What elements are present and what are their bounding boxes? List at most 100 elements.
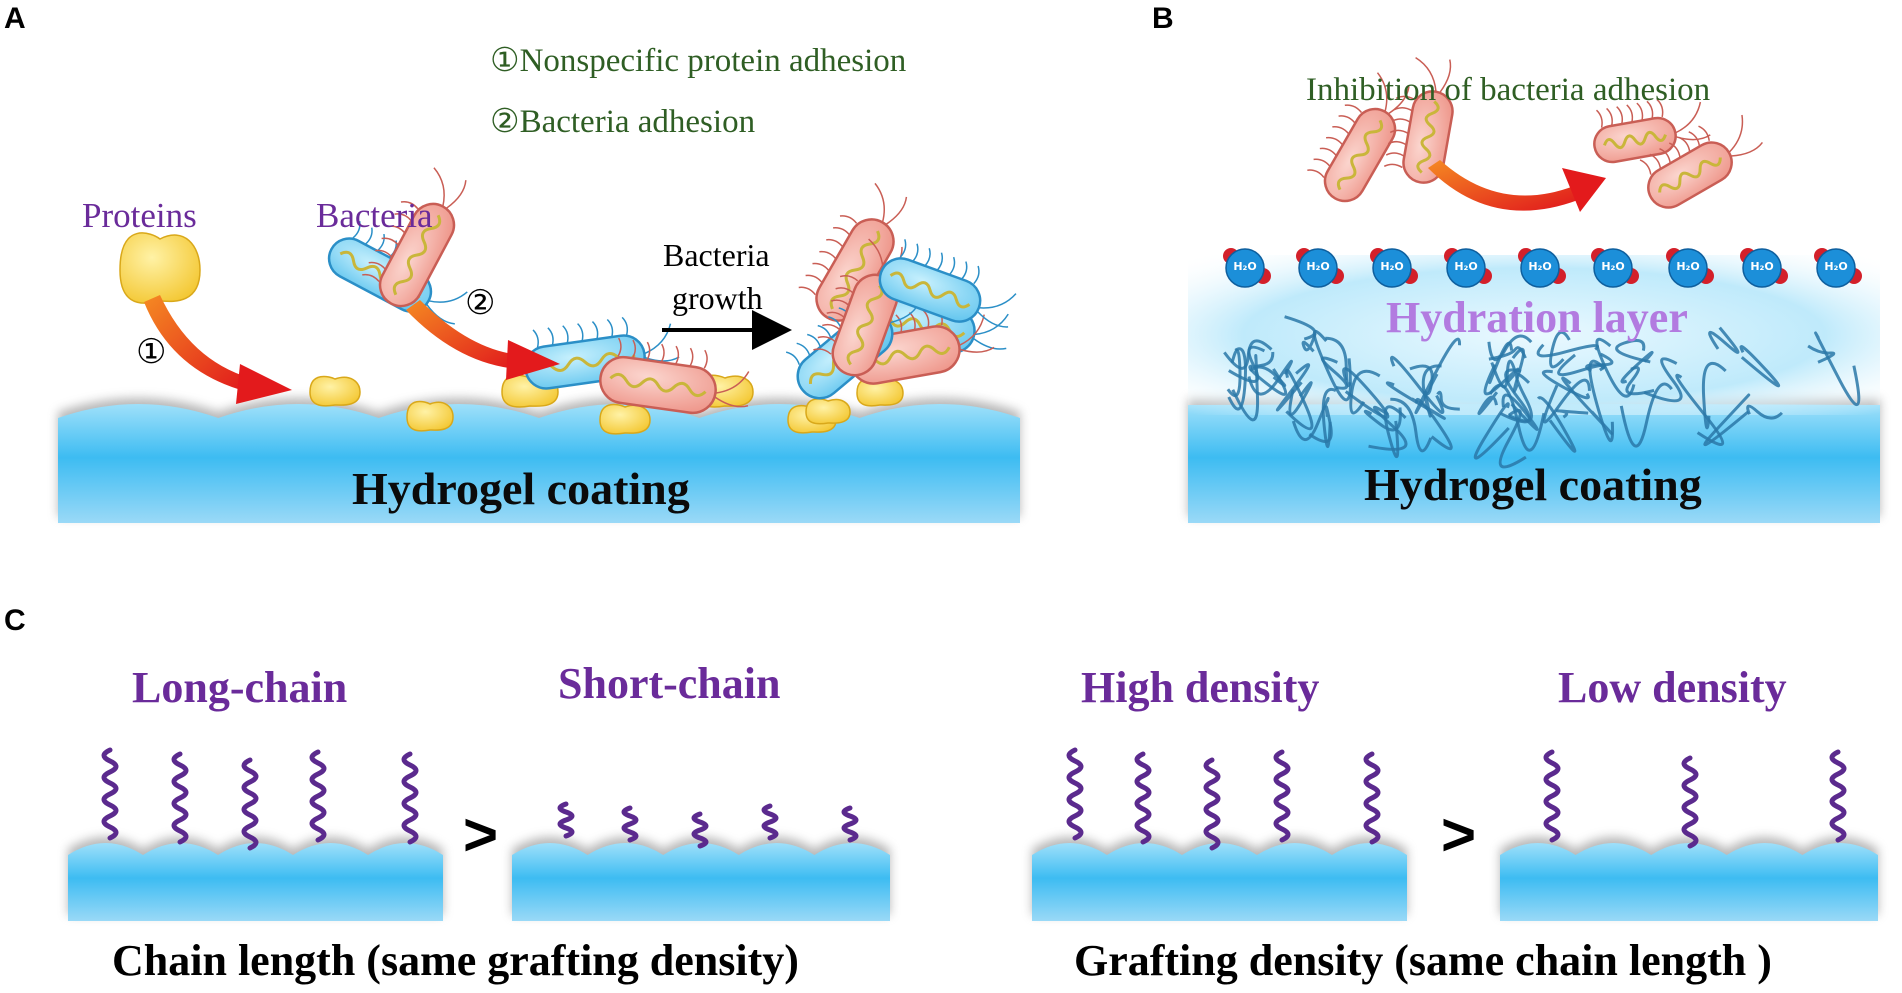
growth-label-line1: Bacteria [663, 237, 770, 273]
network-strand-60 [1349, 369, 1381, 415]
polymer-network [1223, 315, 1861, 469]
network-strand-9 [1477, 391, 1499, 416]
cells-and-proteins [119, 57, 1862, 435]
water-label-6: H₂O [1601, 260, 1625, 273]
chain-length-comparator: > [463, 801, 499, 868]
network-strand-70 [1746, 404, 1784, 420]
legend-bacteria-adhesion: ②Bacteria adhesion [490, 104, 756, 140]
high-density-chain-5 [1363, 751, 1381, 845]
network-strand-57 [1363, 407, 1402, 432]
long-chain-1 [101, 747, 119, 841]
network-strand-17 [1708, 326, 1740, 354]
panel-a-coating [58, 404, 1020, 523]
network-strand-67 [1490, 359, 1518, 389]
network-strand-59 [1383, 405, 1407, 459]
network-strand-49 [1511, 347, 1525, 393]
low-density-chain-1 [1543, 749, 1561, 843]
low-density-label: Low density [1558, 663, 1787, 712]
water-molecule-5 [1518, 248, 1566, 288]
grafted-chains [101, 747, 1847, 851]
panel-a-letter: A [4, 2, 26, 35]
network-strand-56 [1414, 337, 1462, 415]
network-strand-10 [1390, 397, 1433, 453]
growth-label-line2: growth [672, 280, 763, 316]
network-strand-23 [1555, 409, 1589, 419]
high-density-coating [1032, 843, 1407, 921]
water-molecule-1 [1223, 248, 1271, 288]
panel-a-coating-label: Hydrogel coating [352, 463, 690, 514]
arrow-bacteria-adhesion [406, 300, 560, 380]
network-strand-13 [1473, 402, 1510, 460]
network-strand-63 [1620, 350, 1654, 384]
bacteria-label: Bacteria [316, 196, 433, 235]
network-strand-46 [1231, 354, 1260, 422]
high-density-label: High density [1081, 663, 1320, 712]
panel-b-coating [1188, 404, 1880, 523]
network-strand-11 [1549, 330, 1571, 369]
network-strand-48 [1415, 397, 1453, 451]
water-label-5: H₂O [1528, 260, 1552, 273]
network-strand-68 [1301, 333, 1317, 353]
water-label-4: H₂O [1454, 260, 1478, 273]
water-label-1: H₂O [1233, 260, 1257, 273]
free-protein [119, 232, 201, 304]
network-strand-62 [1536, 396, 1577, 453]
short-chain-1 [557, 801, 575, 839]
arrow-protein-adhesion [144, 295, 292, 404]
network-strand-65 [1436, 390, 1460, 411]
network-strand-21 [1541, 369, 1590, 400]
panel-b-coating-label: Hydrogel coating [1364, 459, 1702, 510]
water-molecule-8 [1740, 248, 1788, 288]
water-molecule-2 [1296, 248, 1344, 288]
low-density-chain-2 [1681, 755, 1699, 849]
water-molecule-7 [1666, 248, 1714, 288]
grafting-density-caption: Grafting density (same chain length ) [1074, 936, 1772, 985]
water-label-7: H₂O [1676, 260, 1700, 273]
short-chain-coating [512, 843, 890, 921]
network-strand-27 [1321, 387, 1337, 449]
network-strand-3 [1615, 339, 1651, 364]
network-strand-37 [1588, 359, 1615, 443]
network-strand-66 [1703, 393, 1751, 447]
network-strand-43 [1325, 336, 1352, 387]
network-strand-64 [1814, 331, 1861, 407]
network-strand-40 [1488, 341, 1514, 385]
adsorbed-protein-2 [406, 400, 454, 432]
network-strand-53 [1488, 383, 1546, 452]
network-strand-28 [1739, 345, 1781, 388]
inhibition-label: Inhibition of bacteria adhesion [1306, 72, 1711, 108]
network-strand-69 [1228, 345, 1266, 383]
network-strand-14 [1227, 347, 1247, 411]
panel-b-bacterium-4 [1639, 114, 1764, 209]
high-density-chain-2 [1134, 751, 1152, 845]
legend-protein-adhesion: ①Nonspecific protein adhesion [490, 43, 907, 79]
water-label-9: H₂O [1824, 260, 1848, 273]
long-chain-5 [401, 751, 419, 845]
density-comparator: > [1441, 801, 1477, 868]
high-density-chain-4 [1273, 749, 1291, 843]
network-strand-58 [1284, 315, 1317, 341]
network-strand-41 [1542, 378, 1591, 424]
coatings [58, 404, 1880, 921]
network-strand-38 [1501, 393, 1539, 431]
network-strand-34 [1390, 355, 1445, 415]
short-chain-5 [841, 805, 859, 843]
panel-b-bacterium-1 [1307, 72, 1410, 203]
adsorbed-protein-1 [309, 375, 361, 407]
high-density-chain-3 [1203, 757, 1221, 851]
long-chain-2 [171, 751, 189, 845]
long-chain-coating [68, 843, 443, 921]
long-chain-3 [241, 757, 259, 851]
bacterium-pink-falling [362, 167, 467, 308]
network-strand-20 [1320, 356, 1349, 390]
long-chain-4 [309, 749, 327, 843]
step-2-marker: ② [465, 283, 496, 323]
panel-c-letter: C [4, 604, 26, 637]
network-strand-24 [1625, 366, 1655, 396]
short-chain-3 [691, 811, 709, 849]
water-molecule-3 [1370, 248, 1418, 288]
water-label-8: H₂O [1750, 260, 1774, 273]
high-density-chain-1 [1066, 747, 1084, 841]
proteins-label: Proteins [82, 196, 197, 235]
